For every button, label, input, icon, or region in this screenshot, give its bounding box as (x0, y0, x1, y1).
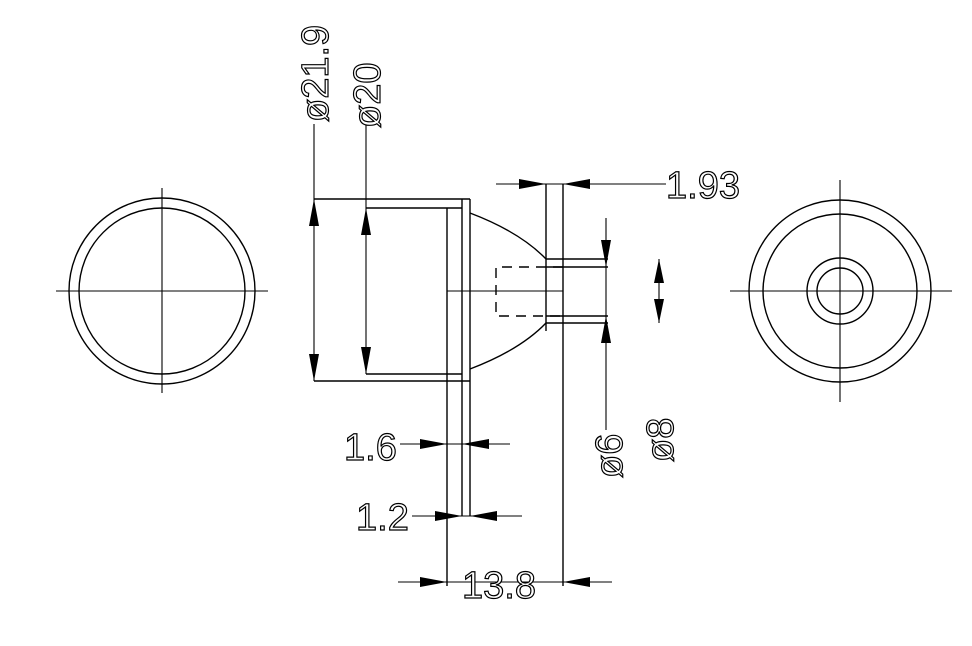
side-section-view (314, 184, 608, 586)
dim-wall-thickness-1: 1.6 (344, 427, 397, 469)
dim-step-length: 1.93 (666, 165, 740, 207)
cone-lower-curve (469, 322, 547, 370)
dim-outer-diameter: ø21.9 (295, 25, 337, 122)
dim-inner-diameter: ø20 (347, 63, 389, 128)
dimension-lines (309, 124, 666, 587)
cone-upper-curve (469, 212, 547, 260)
dim-tube-inner-diameter: ø6 (589, 434, 631, 478)
left-end-view (56, 188, 268, 393)
right-end-view (730, 180, 952, 402)
dim-overall-length: 13.8 (462, 565, 536, 607)
dim-wall-thickness-2: 1.2 (356, 497, 409, 539)
dim-tube-outer-diameter: ø8 (640, 418, 682, 462)
